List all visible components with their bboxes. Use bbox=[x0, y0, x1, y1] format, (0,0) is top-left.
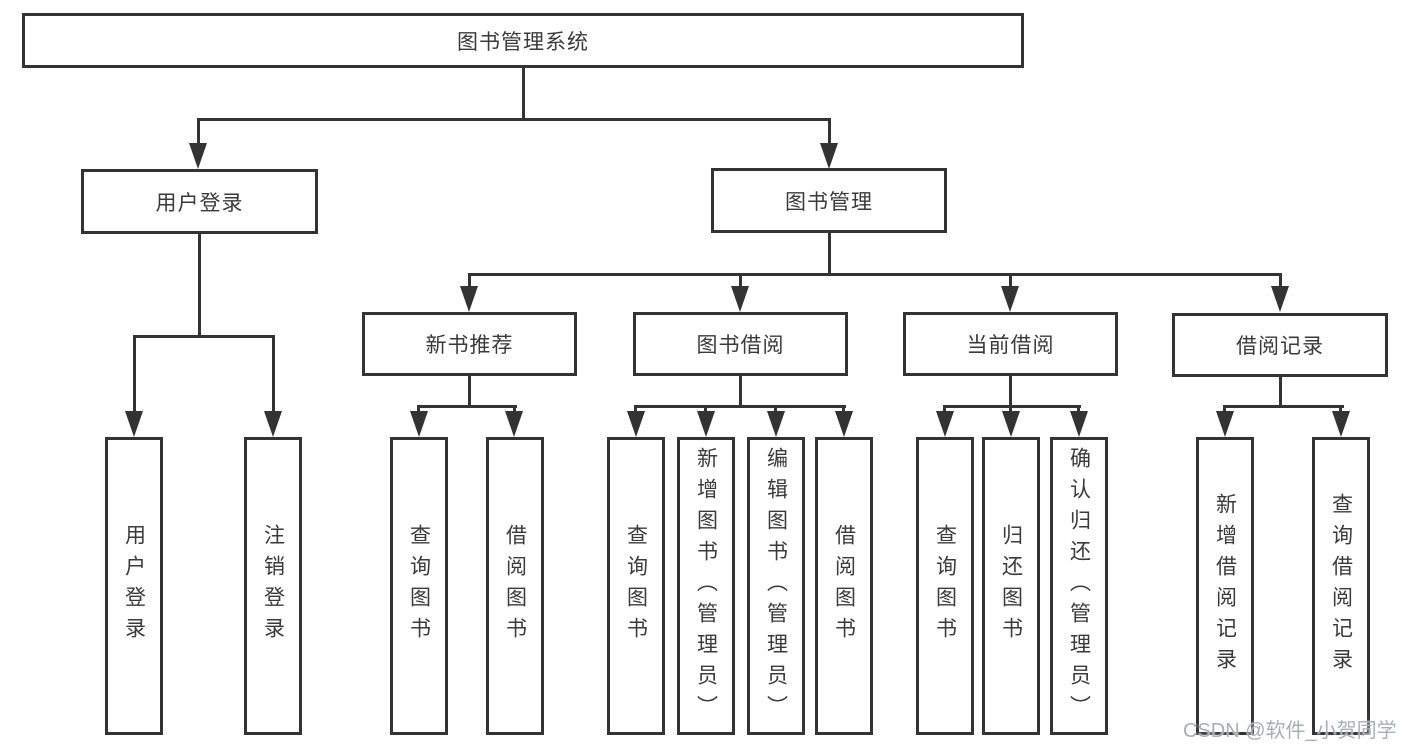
arrow-down-icon bbox=[1216, 411, 1234, 437]
node-user-login: 用户登录 bbox=[81, 169, 318, 234]
leaf-label: 编辑图书（管理员） bbox=[764, 446, 788, 726]
connector-line bbox=[1009, 405, 1012, 415]
arrow-down-icon bbox=[627, 411, 645, 437]
connector-line bbox=[468, 273, 1282, 276]
arrow-down-icon bbox=[767, 411, 785, 437]
leaf-bb-edit-books-admin: 编辑图书（管理员） bbox=[747, 437, 805, 735]
connector-line bbox=[1077, 405, 1080, 415]
arrow-down-icon bbox=[820, 143, 838, 169]
connector-line bbox=[704, 405, 707, 415]
leaf-label: 用户登录 bbox=[122, 524, 146, 648]
arrow-down-icon bbox=[1001, 286, 1019, 312]
leaf-label: 查询图书 bbox=[624, 524, 648, 648]
leaf-br-add-borrow-record: 新增借阅记录 bbox=[1196, 437, 1254, 735]
node-book-management: 图书管理 bbox=[711, 168, 947, 233]
arrow-down-icon bbox=[835, 411, 853, 437]
connector-line bbox=[133, 335, 275, 338]
leaf-label: 注销登录 bbox=[261, 524, 285, 648]
node-label: 新书推荐 bbox=[425, 334, 514, 357]
arrow-down-icon bbox=[125, 411, 143, 437]
node-label: 图书管理系统 bbox=[457, 30, 589, 54]
node-label: 图书借阅 bbox=[696, 334, 785, 357]
arrow-down-icon bbox=[1332, 411, 1350, 437]
node-label: 用户登录 bbox=[155, 191, 244, 215]
connector-line bbox=[417, 405, 420, 415]
leaf-cb-return-books: 归还图书 bbox=[982, 437, 1040, 735]
leaf-label: 查询图书 bbox=[407, 524, 431, 648]
arrow-down-icon bbox=[731, 286, 749, 312]
leaf-bb-query-books: 查询图书 bbox=[607, 437, 665, 735]
node-label: 图书管理 bbox=[785, 190, 873, 214]
leaf-bb-add-books-admin: 新增图书（管理员） bbox=[677, 437, 735, 735]
connector-line bbox=[198, 234, 201, 338]
leaf-cb-query-books: 查询图书 bbox=[916, 437, 974, 735]
connector-line bbox=[272, 335, 275, 413]
leaf-user-login: 用户登录 bbox=[105, 437, 163, 735]
connector-line bbox=[634, 405, 846, 408]
node-borrowing-records: 借阅记录 bbox=[1172, 313, 1388, 377]
connector-line bbox=[468, 273, 471, 289]
connector-line bbox=[1009, 375, 1012, 408]
arrow-down-icon bbox=[697, 411, 715, 437]
connector-line bbox=[513, 405, 516, 415]
connector-line bbox=[1279, 273, 1282, 289]
arrow-down-icon bbox=[189, 143, 207, 169]
connector-line bbox=[828, 233, 831, 276]
arrow-down-icon bbox=[936, 411, 954, 437]
leaf-bb-borrow-books: 借阅图书 bbox=[815, 437, 873, 735]
connector-line bbox=[634, 405, 637, 415]
connector-line bbox=[739, 273, 742, 289]
connector-line bbox=[739, 376, 742, 408]
leaf-label: 确认归还（管理员） bbox=[1067, 446, 1091, 726]
leaf-label: 归还图书 bbox=[999, 524, 1023, 648]
arrow-down-icon bbox=[1271, 286, 1289, 312]
connector-line bbox=[522, 68, 525, 121]
leaf-nb-borrow-books: 借阅图书 bbox=[486, 437, 544, 735]
leaf-nb-query-books: 查询图书 bbox=[390, 437, 448, 735]
leaf-label: 查询图书 bbox=[933, 524, 957, 648]
arrow-down-icon bbox=[264, 411, 282, 437]
connector-line bbox=[1223, 405, 1226, 415]
node-library-management-system: 图书管理系统 bbox=[22, 13, 1024, 68]
arrow-down-icon bbox=[410, 411, 428, 437]
leaf-label: 新增借阅记录 bbox=[1213, 493, 1237, 679]
connector-line bbox=[197, 118, 200, 146]
leaf-label: 借阅图书 bbox=[832, 524, 856, 648]
connector-line bbox=[1279, 377, 1282, 408]
node-current-borrowing: 当前借阅 bbox=[903, 312, 1118, 376]
leaf-cb-confirm-return-admin: 确认归还（管理员） bbox=[1050, 437, 1108, 735]
node-label: 当前借阅 bbox=[966, 334, 1055, 357]
leaf-br-query-borrow-record: 查询借阅记录 bbox=[1312, 437, 1370, 735]
connector-line bbox=[828, 118, 831, 146]
node-new-book-recommendation: 新书推荐 bbox=[362, 312, 577, 376]
arrow-down-icon bbox=[1002, 411, 1020, 437]
connector-line bbox=[943, 405, 1081, 408]
connector-line bbox=[1009, 273, 1012, 289]
connector-line bbox=[417, 405, 517, 408]
arrow-down-icon bbox=[505, 411, 523, 437]
arrow-down-icon bbox=[1070, 411, 1088, 437]
connector-line bbox=[842, 405, 845, 415]
leaf-logout: 注销登录 bbox=[244, 437, 302, 735]
connector-line bbox=[774, 405, 777, 415]
connector-line bbox=[1223, 405, 1344, 408]
connector-line bbox=[468, 376, 471, 408]
leaf-label: 查询借阅记录 bbox=[1329, 493, 1353, 679]
connector-line bbox=[1339, 405, 1342, 415]
connector-line bbox=[943, 405, 946, 415]
arrow-down-icon bbox=[460, 286, 478, 312]
leaf-label: 借阅图书 bbox=[503, 524, 527, 648]
connector-line bbox=[197, 118, 831, 121]
connector-line bbox=[133, 335, 136, 413]
node-book-borrowing: 图书借阅 bbox=[633, 312, 848, 376]
node-label: 借阅记录 bbox=[1236, 335, 1324, 358]
leaf-label: 新增图书（管理员） bbox=[694, 446, 718, 726]
csdn-watermark: CSDN @软件_小贺同学 bbox=[1183, 720, 1397, 742]
